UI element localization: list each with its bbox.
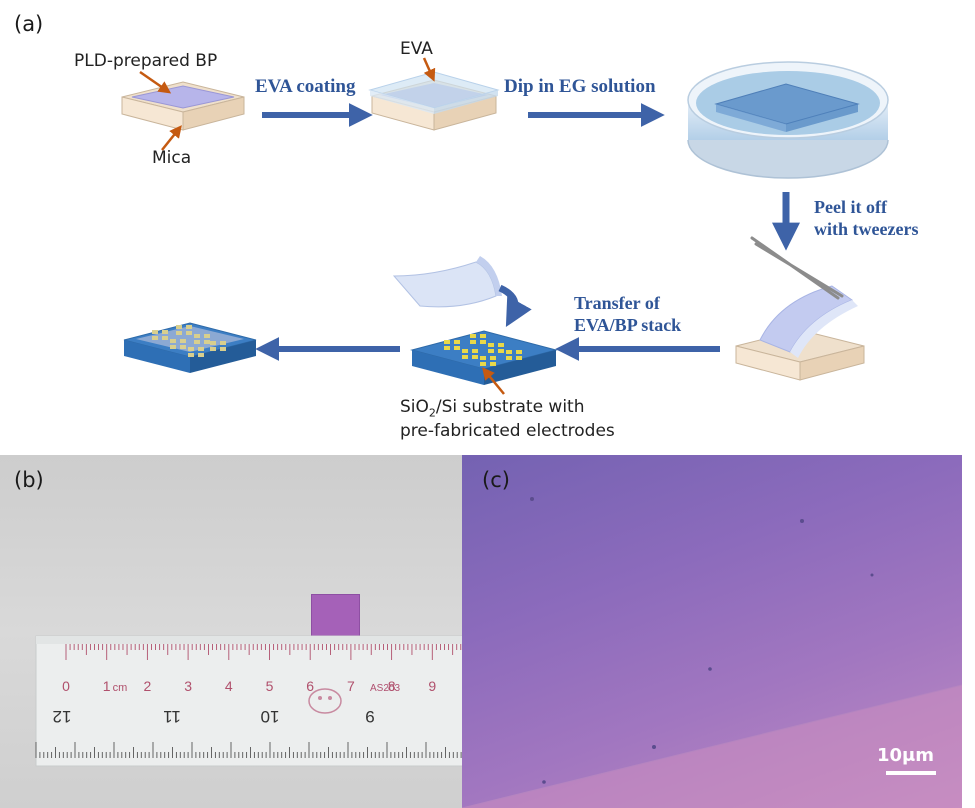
ruler-label-top: 6 bbox=[306, 678, 314, 694]
micrograph-panel: (c) 10μm bbox=[462, 455, 962, 808]
ruler-label-bottom: 9 bbox=[365, 707, 374, 726]
step-eva-coating: EVA coating bbox=[255, 76, 355, 98]
electrode-icon bbox=[170, 339, 186, 349]
ruler-label-top: 3 bbox=[184, 678, 192, 694]
electrode-icon bbox=[470, 334, 486, 344]
electrode-icon bbox=[210, 341, 226, 351]
ruler-label-bottom: 12 bbox=[53, 707, 72, 726]
panel-c-label: (c) bbox=[482, 468, 510, 492]
electrode-icon bbox=[194, 334, 210, 344]
ruler-label-top: 8 bbox=[388, 678, 396, 694]
ruler-label-top: 2 bbox=[144, 678, 152, 694]
electrode-icon bbox=[506, 350, 522, 360]
electrode-icon bbox=[480, 356, 496, 366]
ruler-label-top: 9 bbox=[428, 678, 436, 694]
electrode-icon bbox=[488, 343, 504, 353]
electrode-icon bbox=[444, 340, 460, 350]
ruler-label-top: 0 bbox=[62, 678, 70, 694]
ruler-label-top: cm bbox=[113, 682, 128, 694]
callout-mica: Mica bbox=[152, 148, 191, 168]
electrode-icon bbox=[176, 325, 192, 335]
callout-bp: PLD-prepared BP bbox=[74, 51, 217, 71]
electrode-icon bbox=[188, 347, 204, 357]
ruler-mark: AS203 bbox=[370, 683, 400, 694]
ruler-label-bottom: 10 bbox=[261, 707, 280, 726]
callout-eva: EVA bbox=[400, 39, 433, 59]
ruler-label-bottom: 11 bbox=[163, 707, 181, 726]
scale-bar-label: 10μm bbox=[877, 745, 934, 766]
callout-substrate-line2: pre-fabricated electrodes bbox=[400, 421, 615, 441]
ruler-label-top: 4 bbox=[225, 678, 233, 694]
electrode-icon bbox=[462, 349, 478, 359]
electrode-icon bbox=[152, 330, 168, 340]
ruler-label-top: 7 bbox=[347, 678, 355, 694]
ruler-label-top: 5 bbox=[266, 678, 274, 694]
ruler-label-top: 1 bbox=[103, 678, 111, 694]
callout-substrate-line1: SiO2/Si substrate with bbox=[400, 397, 585, 419]
step-dip: Dip in EG solution bbox=[504, 76, 656, 98]
